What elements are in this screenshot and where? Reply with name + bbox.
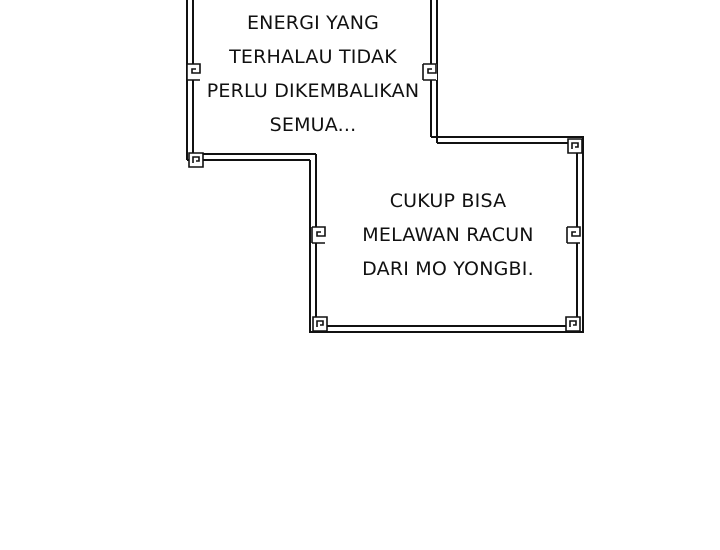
meander-corner-ornament-icon — [567, 138, 583, 154]
caption-line: CUKUP BISA — [389, 190, 507, 212]
meander-corner-ornament-icon — [312, 316, 328, 332]
caption-line: PERLU DIKEMBALIKAN — [206, 80, 420, 102]
meander-corner-ornament-icon — [565, 316, 581, 332]
caption-line: SEMUA... — [269, 114, 357, 136]
meander-side-ornament-icon — [311, 226, 327, 244]
caption-line: ENERGI YANG — [246, 12, 380, 34]
caption-line: DARI MO YONGBI. — [362, 258, 534, 280]
top-box-text: ENERGI YANG TERHALAU TIDAK PERLU DIKEMBA… — [196, 6, 430, 142]
meander-side-ornament-icon — [566, 226, 582, 244]
caption-line: MELAWAN RACUN — [362, 224, 534, 246]
caption-line: TERHALAU TIDAK — [229, 46, 397, 68]
meander-corner-ornament-icon — [188, 152, 204, 168]
bottom-box-text: CUKUP BISA MELAWAN RACUN DARI MO YONGBI. — [330, 184, 566, 286]
